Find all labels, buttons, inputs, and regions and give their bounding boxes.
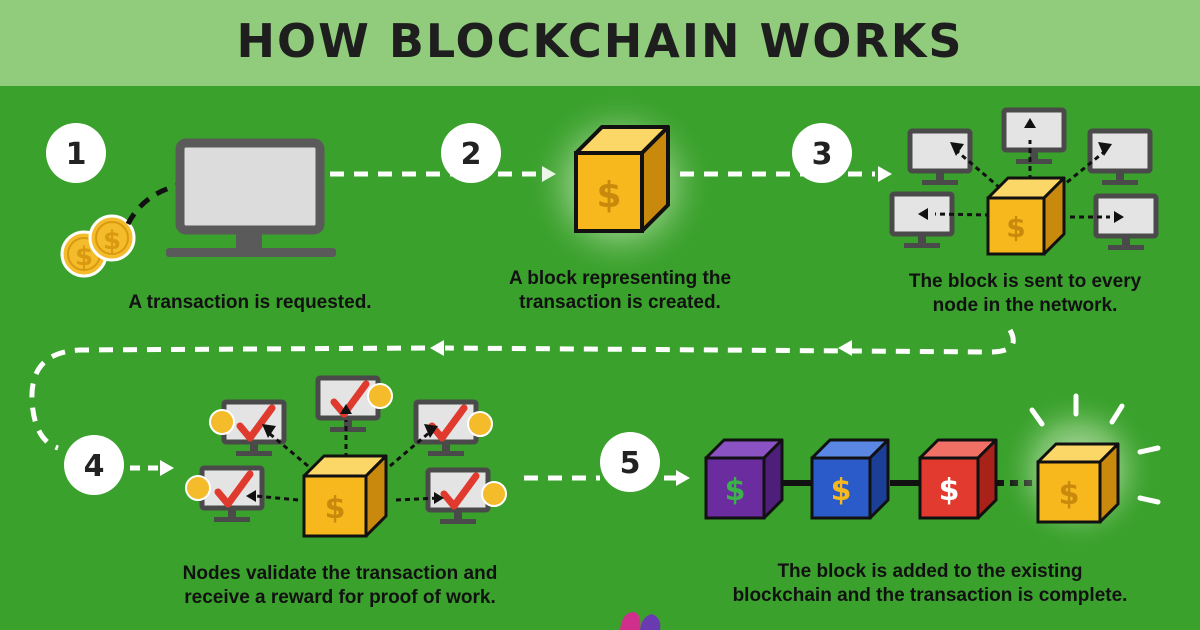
step-4-badge [64,435,124,495]
step-3-caption: The block is sent to every node in the n… [908,271,1142,316]
arrow-head-icon [430,340,444,356]
step-5: 5 $ $ [600,390,1161,550]
step-1: 1 $ $ [46,123,336,278]
step-5-caption: The block is added to the existing block… [732,561,1128,606]
title-banner [0,0,1200,86]
svg-text:$: $ [103,226,121,256]
svg-text:$: $ [1006,211,1025,244]
svg-text:$: $ [939,473,960,508]
cube-block-icon: $ [574,125,670,233]
computer-monitor-icon [1004,110,1064,164]
arrow-head-icon [160,460,174,476]
cube-block-icon: $ [704,438,784,520]
svg-text:$: $ [1059,477,1080,512]
cube-block-icon: $ [1036,442,1120,524]
step-3: 3 [792,110,1156,256]
step-4: 4 [64,378,507,538]
dollar-coin-icon: $ [88,214,136,262]
cube-block-icon: $ [918,438,998,520]
computer-monitor-icon [1096,196,1156,250]
step-1-number: 1 [66,137,87,172]
step-5-number: 5 [620,446,641,481]
arrow-head-icon [676,470,690,486]
cube-block-icon: $ [986,176,1066,256]
svg-text:$: $ [75,242,93,272]
arrow-head-icon [918,118,1124,223]
page-title: HOW BLOCKCHAIN WORKS [236,14,964,68]
svg-text:$: $ [725,473,746,508]
svg-text:$: $ [831,473,852,508]
cube-block-icon: $ [302,454,388,538]
computer-monitor-icon [166,138,336,257]
dollar-coin-icon [209,409,235,435]
step-1-caption: A transaction is requested. [128,292,372,313]
step-3-number: 3 [812,137,833,172]
flow-arrow [29,345,426,451]
computer-monitor-icon [910,131,970,185]
step-2-number: 2 [461,137,482,172]
arrow-head-icon [838,340,852,356]
computer-monitor-icon [892,194,952,248]
step-3-badge [792,123,852,183]
svg-text:$: $ [325,491,346,526]
validator-node [318,378,393,432]
shine-rays [1029,393,1161,505]
brand-logo-icon [620,612,661,630]
step-5-badge [600,432,660,492]
step-2: 2 $ [441,90,715,280]
step-2-caption: A block representing the transaction is … [508,268,732,313]
arrow-head-icon [246,404,444,504]
dollar-coin-icon [467,411,493,437]
flow-arrow [444,328,1016,355]
dollar-coin-icon: $ [60,230,108,278]
arrow-head-icon [878,166,892,182]
step-4-number: 4 [84,449,105,484]
network-links [255,420,441,502]
network-links [934,140,1110,219]
step-4-caption: Nodes validate the transaction and recei… [182,563,498,608]
dollar-coin-icon [185,475,211,501]
step-1-badge [46,123,106,183]
dollar-coin-icon [481,481,507,507]
svg-text:$: $ [596,175,621,216]
step-2-badge [441,123,501,183]
dollar-coin-icon [367,383,393,409]
cube-block-icon: $ [810,438,890,520]
